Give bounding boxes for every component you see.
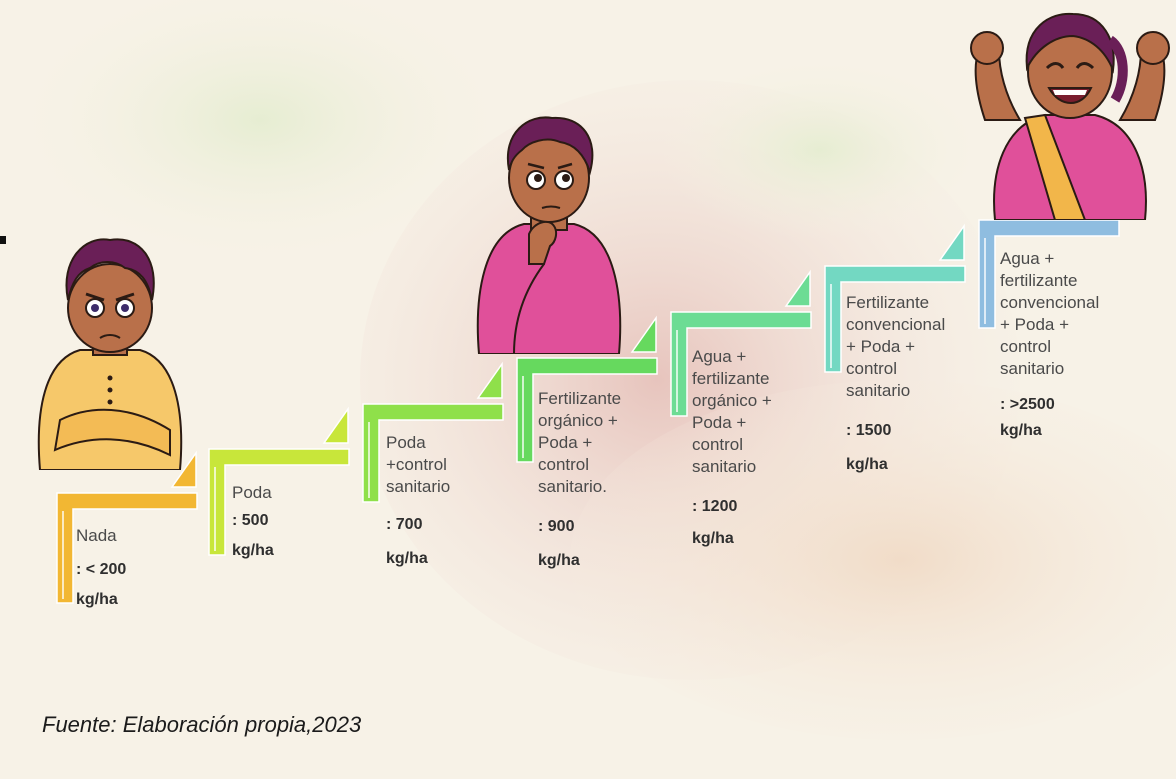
edge-mark	[0, 236, 6, 244]
step-description: Fertilizante convencional + Poda + contr…	[846, 293, 946, 400]
step-description: Agua + fertilizante convencional + Poda …	[1000, 249, 1100, 378]
step-description: Agua + fertilizante orgánico + Poda + co…	[692, 347, 772, 476]
stair-step-5	[670, 269, 812, 417]
stair-step-6	[824, 223, 966, 373]
person-arms-crossed-icon	[37, 238, 183, 470]
source-caption: Fuente: Elaboración propia,2023	[42, 712, 362, 737]
stair-step-1	[56, 450, 198, 604]
stair-arrow-triangle	[170, 450, 197, 488]
stair-step-4	[516, 315, 658, 463]
stair-arrow-triangle	[476, 361, 503, 399]
stair-bracket	[978, 219, 1120, 329]
stair-arrow-triangle	[630, 315, 657, 353]
step-yield-value: : 700	[386, 516, 423, 533]
step-description: Nada	[76, 526, 117, 545]
step-label-1: Nada : < 200 kg/ha	[76, 525, 186, 611]
step-label-6: Fertilizante convencional + Poda + contr…	[846, 292, 976, 476]
stair-bracket	[824, 265, 966, 373]
step-description: Fertilizante orgánico + Poda + control s…	[538, 389, 622, 496]
step-description: Poda	[232, 483, 272, 502]
step-description: Poda +control sanitario	[386, 433, 451, 496]
person-thinking-icon	[476, 116, 622, 354]
step-yield-unit: kg/ha	[1000, 422, 1042, 439]
step-yield-value: : 500	[232, 512, 269, 529]
step-label-2: Poda : 500 kg/ha	[232, 482, 352, 562]
person-celebrating-icon	[970, 12, 1170, 220]
step-label-5: Agua + fertilizante orgánico + Poda + co…	[692, 346, 822, 550]
step-label-3: Poda +control sanitario : 700 kg/ha	[386, 432, 506, 570]
stair-step-3	[362, 361, 504, 503]
step-label-4: Fertilizante orgánico + Poda + control s…	[538, 388, 668, 572]
step-yield-unit: kg/ha	[538, 552, 580, 569]
step-yield-value: : < 200	[76, 561, 127, 578]
step-label-7: Agua + fertilizante convencional + Poda …	[1000, 248, 1130, 442]
step-yield-unit: kg/ha	[232, 542, 274, 559]
stair-arrow-triangle	[938, 223, 965, 261]
step-yield-value: : 1500	[846, 422, 892, 439]
stair-bracket	[56, 492, 198, 604]
step-yield-value: : 1200	[692, 498, 738, 515]
stair-arrow-triangle	[322, 406, 349, 444]
step-yield-unit: kg/ha	[846, 456, 888, 473]
stair-bracket	[516, 357, 658, 463]
step-yield-value: : 900	[538, 518, 575, 535]
step-yield-unit: kg/ha	[692, 530, 734, 547]
step-yield-unit: kg/ha	[386, 550, 428, 567]
step-yield-value: : >2500	[1000, 396, 1055, 413]
step-yield-unit: kg/ha	[76, 591, 118, 608]
stair-arrow-triangle	[784, 269, 811, 307]
stair-bracket	[670, 311, 812, 417]
stair-bracket	[362, 403, 504, 503]
stair-bracket	[208, 448, 350, 556]
stair-step-2	[208, 406, 350, 556]
